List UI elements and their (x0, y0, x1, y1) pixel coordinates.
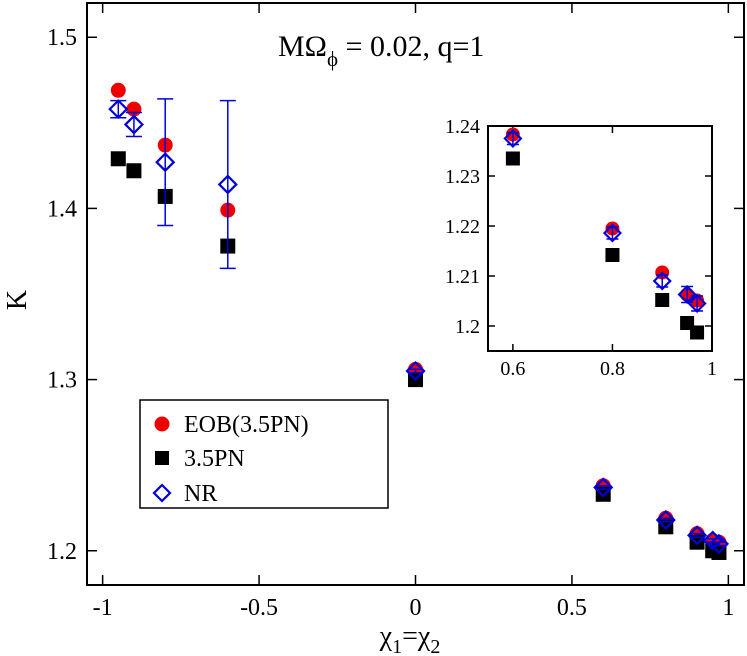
inset-pn-point (505, 151, 520, 166)
main-pn-point (689, 534, 705, 550)
inset-x-tick-label: 0.6 (500, 358, 525, 380)
main-x-tick-label: 1 (722, 595, 734, 621)
chart-annotation: MΩϕ = 0.02, q=1 (278, 30, 484, 71)
main-nr-point (702, 530, 723, 551)
main-x-tick-label: 0.5 (557, 595, 587, 621)
legend-label-eob: EOB(3.5PN) (184, 412, 309, 438)
inset-pn-point (655, 293, 670, 307)
main-nr-point (108, 99, 129, 120)
main-nr-point (217, 174, 238, 195)
inset-plot-area (487, 125, 713, 352)
inset-axes-ticks: 0.6 0.8 1 1.2 1.21 1.22 1.23 1.24 (445, 116, 717, 380)
inset-pn-point (690, 325, 705, 340)
main-pn-point (658, 519, 674, 535)
main-pn-point (126, 163, 142, 179)
main-nr-point (123, 114, 144, 135)
inset-y-tick-label: 1.2 (455, 316, 480, 338)
main-nr-point (708, 533, 730, 554)
main-data-marks (108, 82, 730, 560)
main-axes-ticks: -1 -0.5 0 0.5 1 1.2 1.3 1.4 1.5 (47, 3, 744, 621)
inset-nr-point (503, 128, 523, 149)
main-nr-point (405, 360, 426, 382)
legend-marker-nr (152, 483, 172, 503)
inset-y-tick-label: 1.21 (445, 266, 480, 288)
inset-nr-point (677, 284, 697, 305)
main-y-tick-label: 1.4 (47, 196, 77, 222)
main-x-tick-label: 0 (410, 595, 422, 621)
inset-data-marks (503, 127, 707, 340)
legend-marker-eob (154, 416, 170, 432)
main-pn-point (110, 151, 126, 167)
main-nr-point (155, 152, 176, 173)
main-x-tick-label: -0.5 (240, 595, 278, 621)
main-nr-point (687, 525, 708, 546)
main-y-tick-label: 1.3 (47, 368, 77, 394)
inset-y-tick-label: 1.24 (445, 116, 480, 138)
y-axis-label: K (2, 290, 33, 310)
legend-label-nr: NR (184, 481, 217, 507)
inset-frame (487, 125, 713, 352)
legend-label-pn: 3.5PN (184, 446, 245, 472)
inset-nr-point (687, 293, 707, 314)
inset-y-tick-label: 1.23 (445, 166, 480, 188)
main-nr-point (655, 509, 676, 531)
main-x-tick-label: -1 (93, 595, 113, 621)
inset-nr-point (652, 271, 672, 291)
inset-nr-point (602, 223, 623, 243)
x-axis-label: χ1=χ2 (379, 621, 441, 656)
inset-x-tick-label: 1 (707, 358, 717, 380)
main-pn-point (595, 486, 611, 502)
inset-y-tick-label: 1.22 (445, 216, 480, 238)
main-y-tick-label: 1.2 (47, 539, 77, 565)
inset-pn-point (605, 248, 620, 262)
legend-marker-pn (155, 451, 169, 465)
main-eob-point (110, 82, 126, 98)
legend-box (139, 399, 389, 509)
legend: EOB(3.5PN) 3.5PN NR (139, 399, 389, 509)
inset-x-tick-label: 0.8 (600, 358, 625, 380)
main-y-tick-label: 1.5 (47, 25, 77, 51)
main-nr-point (593, 477, 614, 498)
